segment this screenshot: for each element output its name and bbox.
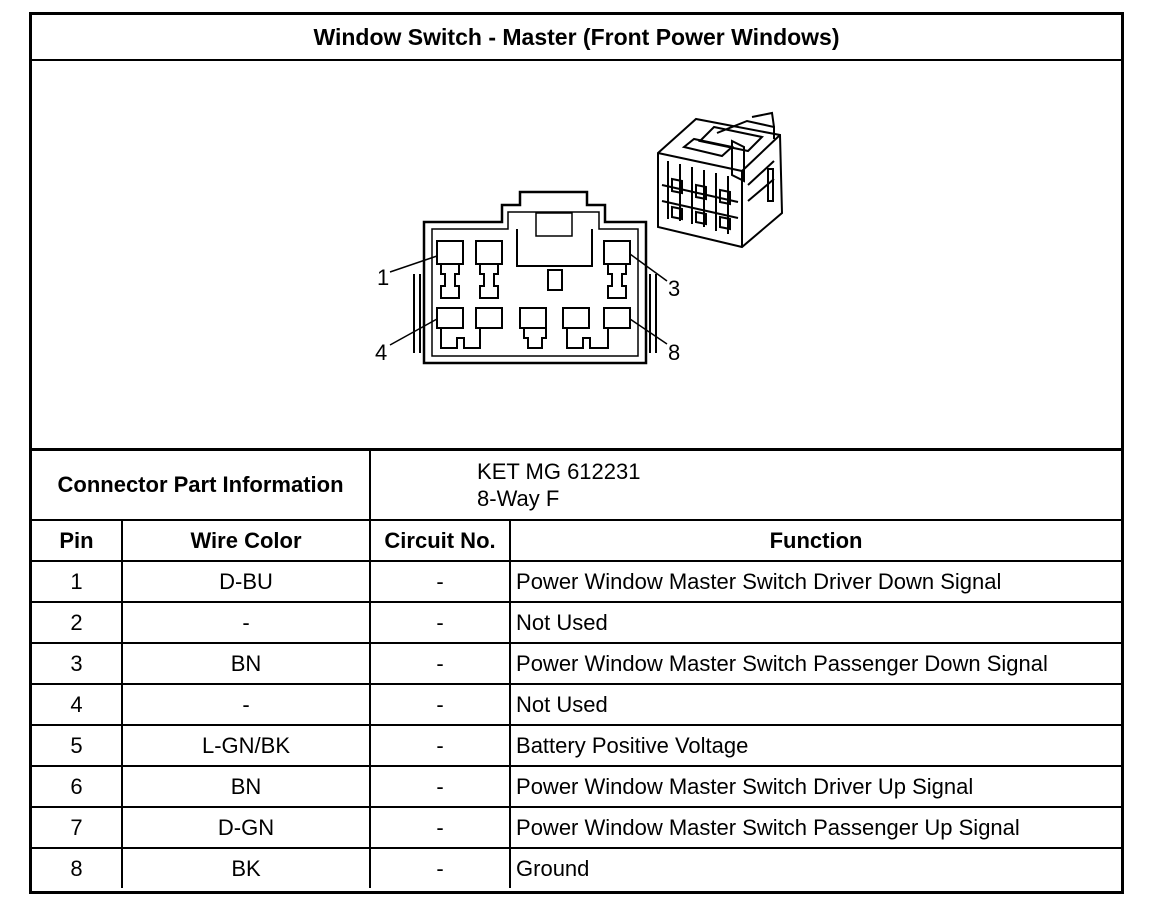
function-cell: Ground [509, 847, 1122, 888]
sheet-title: Window Switch - Master (Front Power Wind… [32, 15, 1121, 61]
function-cell: Not Used [509, 601, 1122, 644]
circuit-cell: - [369, 724, 512, 767]
wire-color-cell: L-GN/BK [120, 724, 372, 767]
function-cell: Power Window Master Switch Passenger Up … [509, 806, 1122, 849]
wire-color-cell: D-BU [120, 560, 372, 603]
connector-face-outline [413, 190, 657, 365]
wire-color-cell: - [120, 601, 372, 644]
wire-color-cell: BN [120, 642, 372, 685]
connector-figure: 1 3 4 8 [32, 61, 1121, 451]
bottom-row-cavities [436, 307, 631, 349]
connector-info-label: Connector Part Information [32, 451, 372, 521]
header-pin: Pin [32, 519, 123, 562]
pinout-table: Connector Part Information KET MG 612231… [32, 451, 1122, 888]
function-cell: Battery Positive Voltage [509, 724, 1122, 767]
connector-info-row: Connector Part Information KET MG 612231… [32, 451, 1122, 521]
wire-color-cell: BK [120, 847, 372, 888]
pin-cell: 3 [32, 642, 123, 685]
table-row: 8 BK - Ground [32, 847, 1122, 888]
top-row-cavities [436, 240, 631, 299]
table-row: 6 BN - Power Window Master Switch Driver… [32, 765, 1122, 808]
connector-face-diagram: 1 3 4 8 [375, 111, 784, 365]
circuit-cell: - [369, 847, 512, 888]
wire-color-cell: D-GN [120, 806, 372, 849]
wire-color-cell: - [120, 683, 372, 726]
circuit-cell: - [369, 765, 512, 808]
circuit-cell: - [369, 560, 512, 603]
connector-info-value: KET MG 612231 8-Way F [369, 451, 1122, 521]
circuit-cell: - [369, 601, 512, 644]
connector-sheet: Window Switch - Master (Front Power Wind… [29, 12, 1124, 894]
pin-cell: 5 [32, 724, 123, 767]
table-row: 4 - - Not Used [32, 683, 1122, 726]
circuit-cell: - [369, 642, 512, 685]
header-circuit-no: Circuit No. [369, 519, 512, 562]
function-cell: Power Window Master Switch Driver Down S… [509, 560, 1122, 603]
connector-description: 8-Way F [477, 486, 560, 511]
function-cell: Power Window Master Switch Driver Up Sig… [509, 765, 1122, 808]
circuit-cell: - [369, 806, 512, 849]
connector-isometric-view [657, 111, 784, 249]
pin-cell: 2 [32, 601, 123, 644]
pin-label-1: 1 [377, 265, 389, 290]
connector-part-number: KET MG 612231 [477, 459, 641, 484]
function-cell: Power Window Master Switch Passenger Dow… [509, 642, 1122, 685]
pin-label-8: 8 [668, 340, 680, 365]
pin-label-4: 4 [375, 340, 387, 365]
pin-leader-lines [389, 253, 668, 346]
table-header-row: Pin Wire Color Circuit No. Function [32, 519, 1122, 562]
pin-cell: 4 [32, 683, 123, 726]
pin-label-3: 3 [668, 276, 680, 301]
wire-color-cell: BN [120, 765, 372, 808]
function-cell: Not Used [509, 683, 1122, 726]
pin-cell: 7 [32, 806, 123, 849]
table-row: 1 D-BU - Power Window Master Switch Driv… [32, 560, 1122, 603]
circuit-cell: - [369, 683, 512, 726]
pin-cell: 1 [32, 560, 123, 603]
header-wire-color: Wire Color [120, 519, 372, 562]
table-row: 5 L-GN/BK - Battery Positive Voltage [32, 724, 1122, 767]
table-row: 7 D-GN - Power Window Master Switch Pass… [32, 806, 1122, 849]
table-row: 3 BN - Power Window Master Switch Passen… [32, 642, 1122, 685]
table-row: 2 - - Not Used [32, 601, 1122, 644]
pin-cell: 8 [32, 847, 123, 888]
header-function: Function [509, 519, 1122, 562]
pin-cell: 6 [32, 765, 123, 808]
